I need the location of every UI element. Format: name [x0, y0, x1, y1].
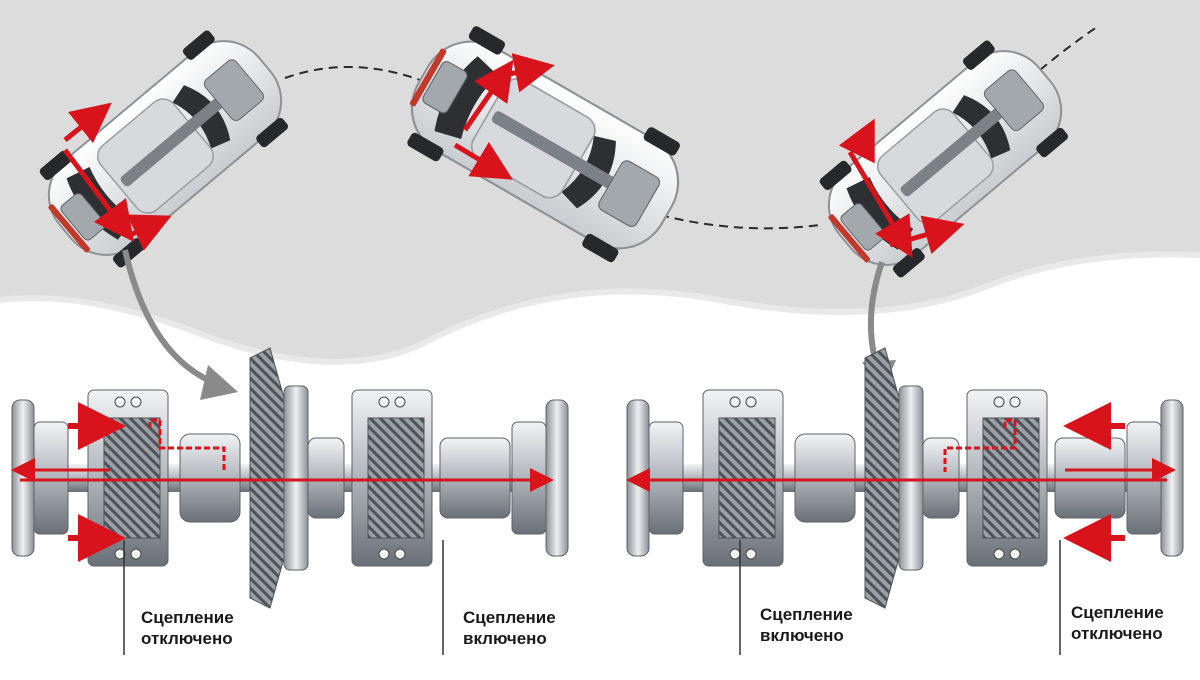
- label-line: Сцепление: [463, 608, 556, 627]
- label-left-clutch-disengaged: Сцепление отключено: [141, 607, 234, 649]
- car-force-arrows: [63, 53, 965, 258]
- torque-path-right: [943, 418, 1017, 472]
- pointer-arrow-left: [122, 249, 238, 400]
- label-right-clutch-disengaged: Сцепление отключено: [1071, 602, 1164, 644]
- label-line: отключено: [1071, 624, 1163, 643]
- driving-path: [284, 24, 1101, 230]
- label-left-clutch-engaged: Сцепление включено: [463, 607, 556, 649]
- label-line: Сцепление: [1071, 603, 1164, 622]
- label-line: включено: [463, 629, 547, 648]
- torque-path-left: [148, 418, 226, 472]
- road-edge: [0, 251, 1200, 365]
- drive-unit-right: [626, 347, 1184, 609]
- label-line: включено: [760, 626, 844, 645]
- leader-lines: [123, 540, 1061, 655]
- label-right-clutch-engaged: Сцепление включено: [760, 604, 853, 646]
- drive-unit-left: [11, 347, 569, 609]
- label-line: отключено: [141, 629, 233, 648]
- label-line: Сцепление: [141, 608, 234, 627]
- label-line: Сцепление: [760, 605, 853, 624]
